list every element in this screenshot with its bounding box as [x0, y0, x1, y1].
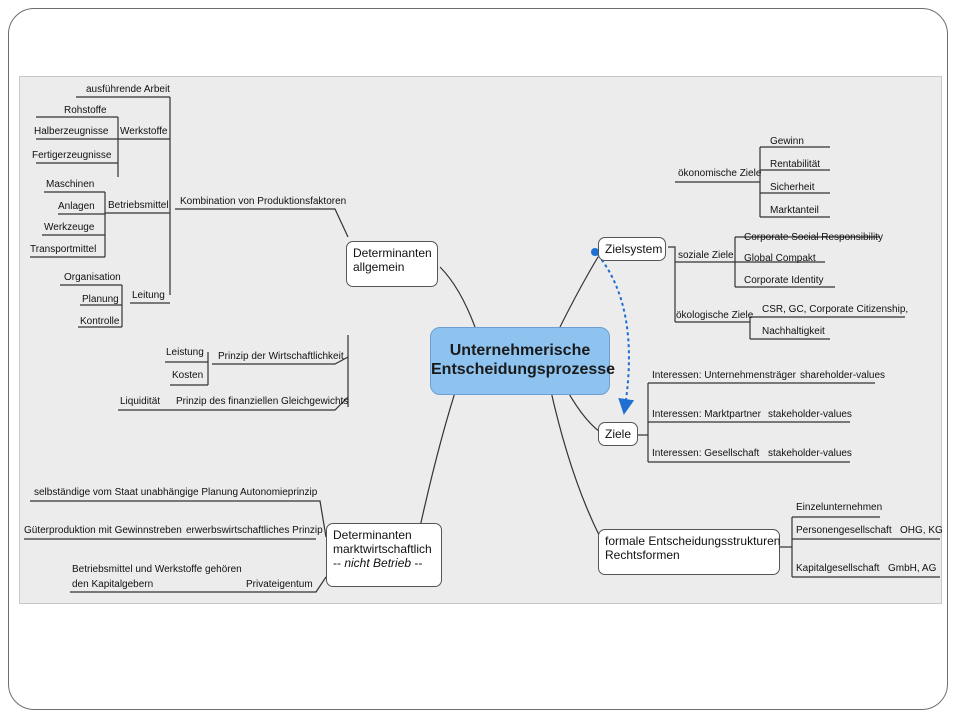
line3-suffix: --: [414, 556, 423, 570]
label-interessen-gesellschaft[interactable]: Interessen: Gesellschaft: [652, 448, 760, 459]
label-kontrolle[interactable]: Kontrolle: [80, 316, 120, 327]
label-gewinn[interactable]: Gewinn: [770, 136, 804, 147]
label-leistung[interactable]: Leistung: [166, 347, 204, 358]
label-planung[interactable]: Planung: [82, 294, 119, 305]
label-betriebsmittel[interactable]: Betriebsmittel: [108, 200, 169, 211]
label-global-compakt[interactable]: Global Compakt: [744, 253, 816, 264]
label-privat-detail-1[interactable]: Betriebsmittel und Werkstoffe gehören: [72, 564, 242, 575]
label-autonomie-detail[interactable]: selbständige vom Staat unabhängige Planu…: [34, 487, 239, 498]
node-zielsystem[interactable]: Zielsystem: [598, 237, 666, 261]
label-rentabilitaet[interactable]: Rentabilität: [770, 159, 821, 170]
node-determinanten-markt-line2: marktwirtschaftlich: [333, 542, 432, 556]
mindmap-canvas: Unternehmerische Entscheidungsprozesse D…: [19, 76, 943, 604]
label-organisation[interactable]: Organisation: [64, 272, 121, 283]
label-fertigerzeugnisse[interactable]: Fertigerzeugnisse: [32, 150, 112, 161]
label-csr[interactable]: Corporate Social Responsibility: [744, 232, 883, 243]
label-leitung[interactable]: Leitung: [132, 290, 165, 301]
node-ziele-label: Ziele: [605, 427, 632, 441]
label-csr-gc[interactable]: CSR, GC, Corporate Citizenship,: [762, 304, 909, 315]
label-gleichgewicht[interactable]: Prinzip des finanziellen Gleichgewichts: [176, 396, 349, 407]
label-shareholder-values[interactable]: shareholder-values: [800, 370, 886, 381]
relationship-start-dot: [591, 248, 599, 256]
label-stakeholder-values-2[interactable]: stakeholder-values: [768, 448, 852, 459]
line3-prefix: --: [333, 556, 341, 570]
label-rohstoffe[interactable]: Rohstoffe: [64, 105, 107, 116]
node-ziele[interactable]: Ziele: [598, 422, 638, 446]
central-topic[interactable]: Unternehmerische Entscheidungsprozesse: [430, 327, 616, 395]
label-erwerb[interactable]: erwerbswirtschaftliches Prinzip: [186, 525, 323, 536]
label-liquiditaet[interactable]: Liquidität: [120, 396, 161, 407]
node-formale-line1: formale Entscheidungsstrukturen: [605, 534, 781, 548]
label-anlagen[interactable]: Anlagen: [58, 201, 95, 212]
label-nachhaltigkeit[interactable]: Nachhaltigkeit: [762, 326, 825, 337]
label-sicherheit[interactable]: Sicherheit: [770, 182, 815, 193]
label-interessen-marktpartner[interactable]: Interessen: Marktpartner: [652, 409, 761, 420]
label-transportmittel[interactable]: Transportmittel: [30, 244, 97, 255]
label-kombination[interactable]: Kombination von Produktionsfaktoren: [180, 196, 347, 207]
label-kapitalgesellschaft[interactable]: Kapitalgesellschaft: [796, 563, 880, 574]
node-zielsystem-label: Zielsystem: [605, 242, 663, 256]
label-marktanteil[interactable]: Marktanteil: [770, 205, 819, 216]
central-topic-line2: Entscheidungsprozesse: [431, 361, 616, 378]
label-privat-detail-2[interactable]: den Kapitalgebern: [72, 579, 154, 590]
label-gmbh-ag[interactable]: GmbH, AG: [888, 563, 937, 574]
label-wirtschaftlichkeit[interactable]: Prinzip der Wirtschaftlichkeit: [218, 351, 344, 362]
label-kosten[interactable]: Kosten: [172, 370, 204, 381]
label-stakeholder-values-1[interactable]: stakeholder-values: [768, 409, 852, 420]
label-autonomie[interactable]: Autonomieprinzip: [240, 487, 318, 498]
label-corporate-identity[interactable]: Corporate Identity: [744, 275, 824, 286]
label-soziale-ziele[interactable]: soziale Ziele: [678, 250, 734, 261]
node-determinanten-markt-line1: Determinanten: [333, 528, 412, 542]
label-privat[interactable]: Privateigentum: [246, 579, 313, 590]
label-werkzeuge[interactable]: Werkzeuge: [44, 222, 95, 233]
node-determinanten-markt[interactable]: Determinanten marktwirtschaftlich -- nic…: [326, 523, 442, 587]
line3-italic: nicht Betrieb: [344, 556, 412, 570]
node-determinanten-allgemein-line2: allgemein: [353, 260, 405, 274]
label-interessen-unternehmenstraeger[interactable]: Interessen: Unternehmensträger: [652, 370, 796, 381]
label-halberzeugnisse[interactable]: Halberzeugnisse: [34, 126, 109, 137]
label-maschinen[interactable]: Maschinen: [46, 179, 95, 190]
node-formale-entscheidungsstrukturen[interactable]: formale Entscheidungsstrukturen Rechtsfo…: [598, 529, 780, 575]
central-topic-line1: Unternehmerische: [449, 342, 591, 359]
label-personengesellschaft[interactable]: Personengesellschaft: [796, 525, 892, 536]
node-determinanten-markt-line3: -- nicht Betrieb --: [333, 556, 435, 570]
node-formale-line2: Rechtsformen: [605, 548, 680, 562]
label-oekonomische-ziele[interactable]: ökonomische Ziele: [678, 168, 762, 179]
label-ohg-kg[interactable]: OHG, KG: [900, 525, 943, 536]
label-oekologische-ziele[interactable]: ökologische Ziele: [676, 310, 754, 321]
node-determinanten-allgemein-line1: Determinanten: [353, 246, 432, 260]
label-werkstoffe[interactable]: Werkstoffe: [120, 126, 168, 137]
label-erwerb-detail[interactable]: Güterproduktion mit Gewinnstreben: [24, 525, 182, 536]
node-determinanten-allgemein[interactable]: Determinanten allgemein: [346, 241, 438, 287]
connector-lines: [24, 96, 940, 593]
label-einzelunternehmen[interactable]: Einzelunternehmen: [796, 502, 883, 513]
label-ausfuehrende-arbeit[interactable]: ausführende Arbeit: [86, 84, 170, 95]
